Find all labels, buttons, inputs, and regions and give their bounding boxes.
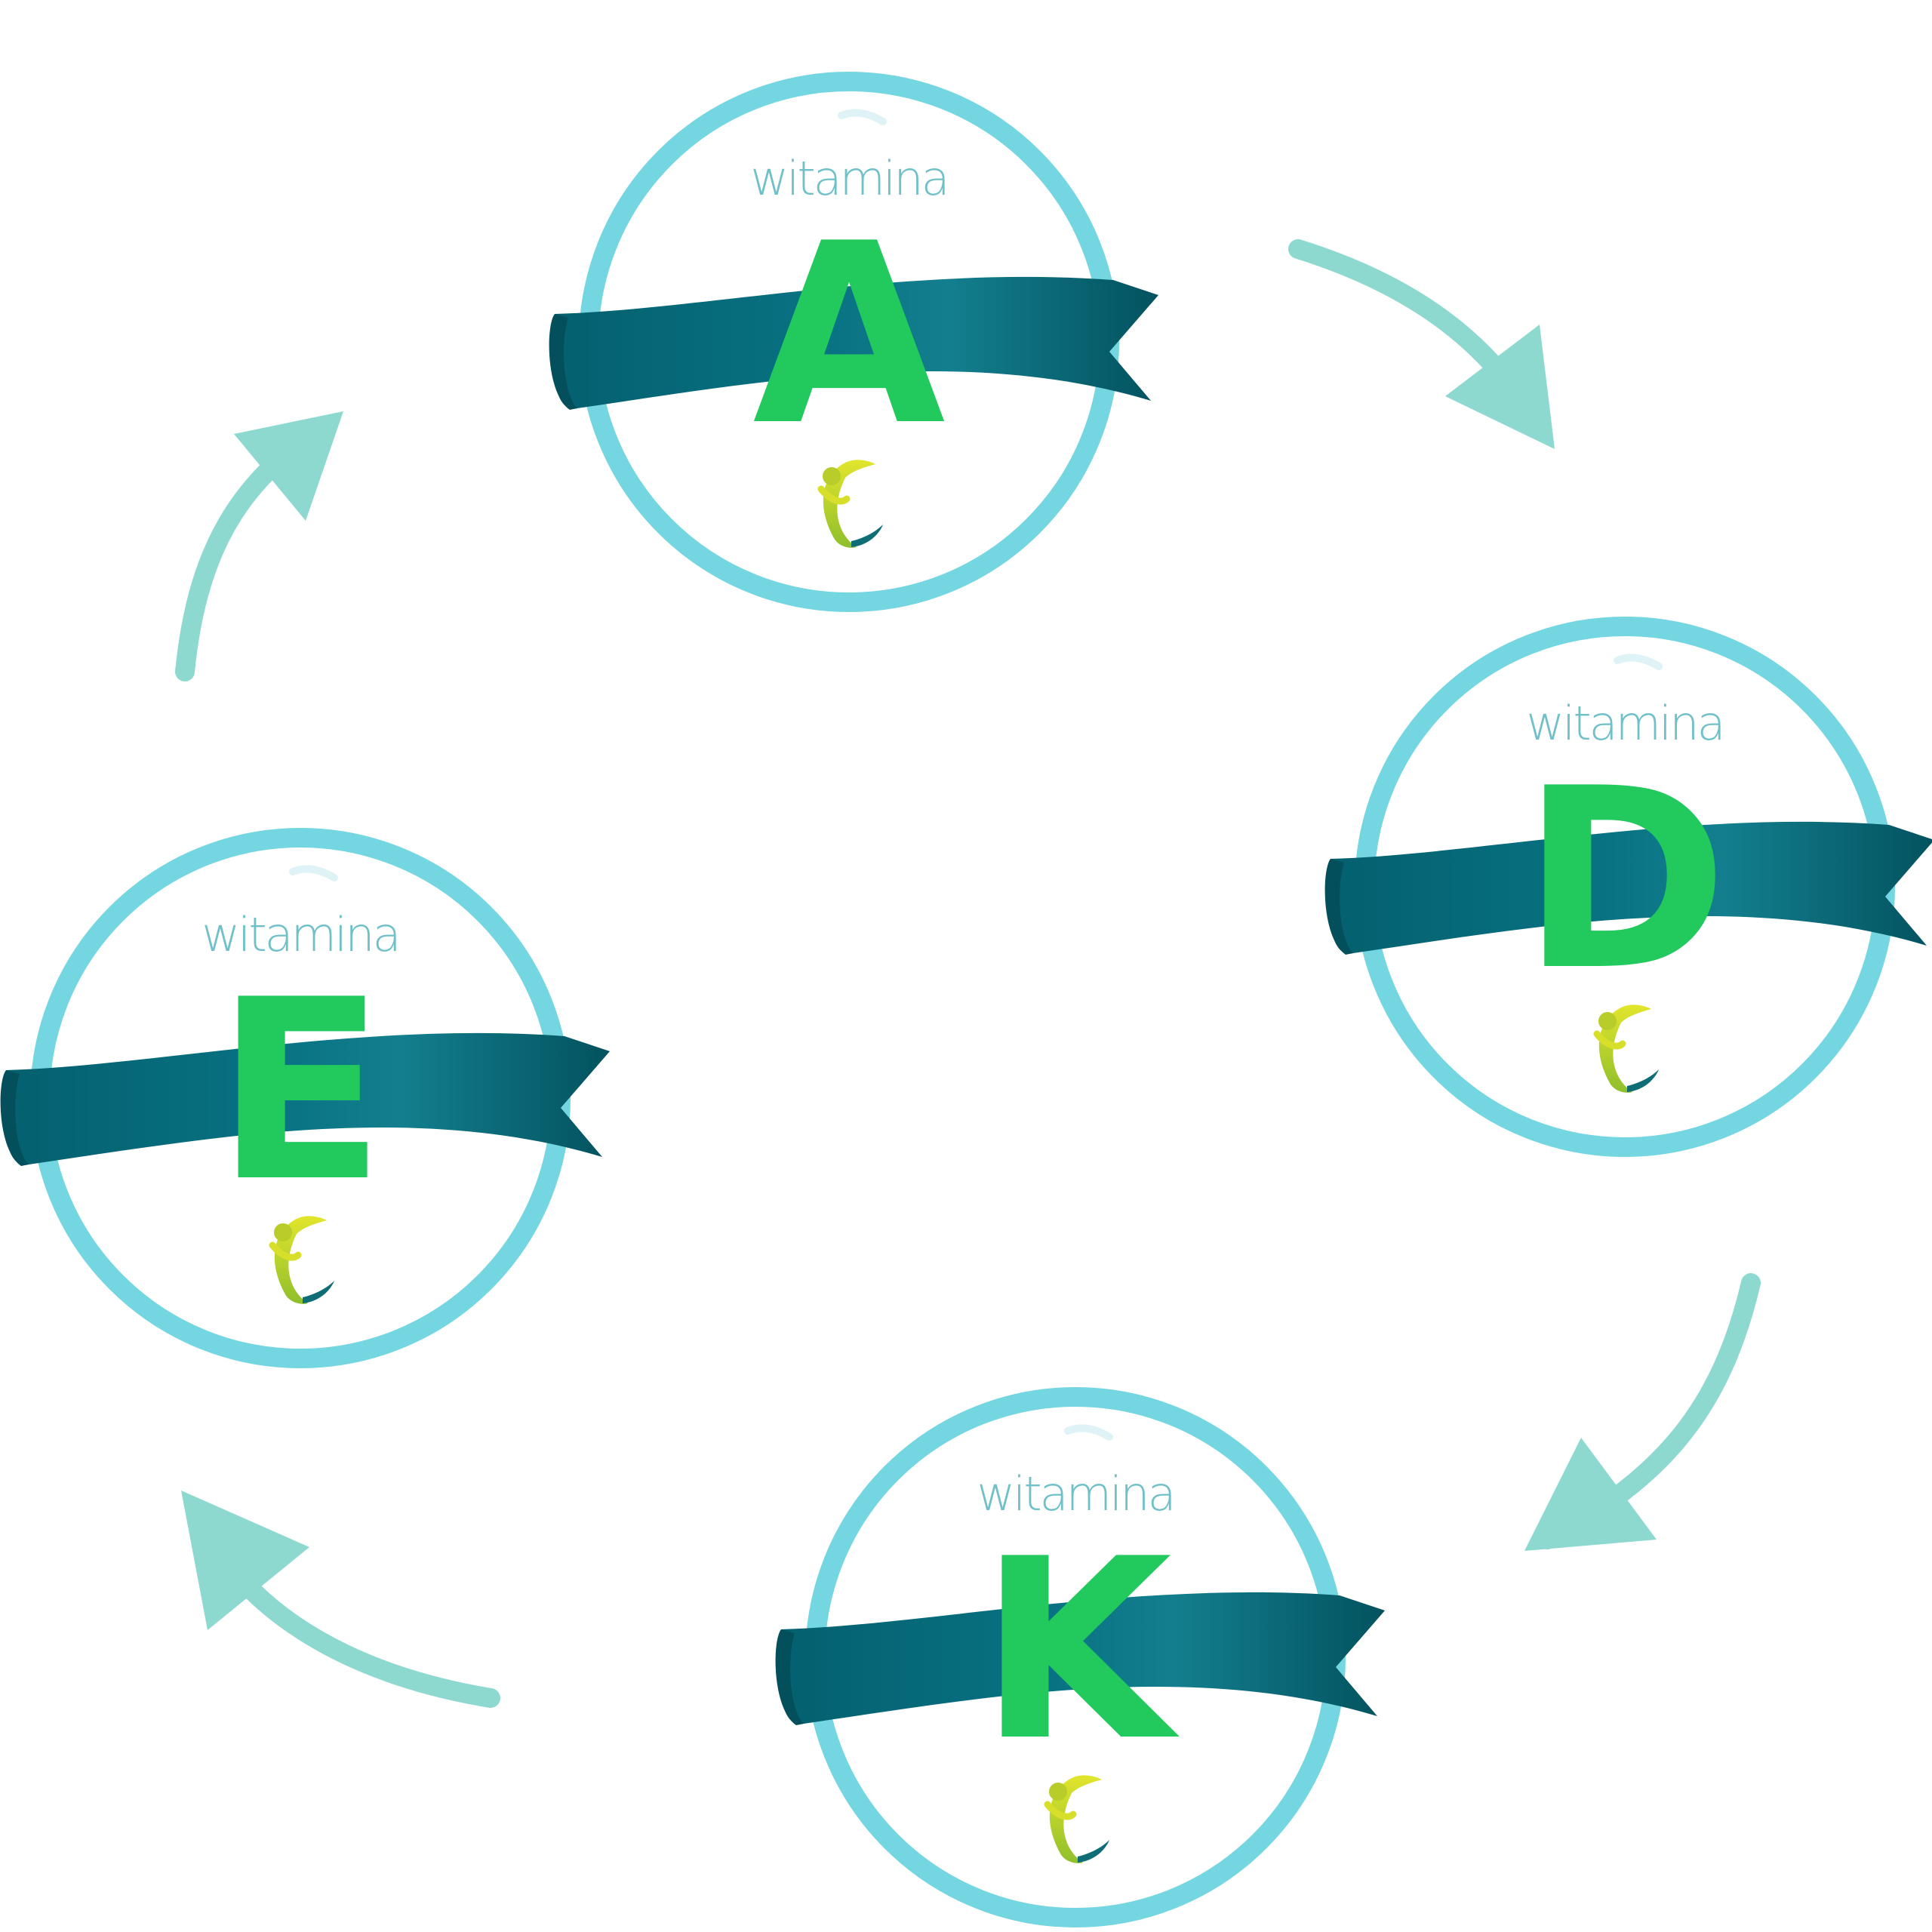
- ring-highlight: [289, 865, 338, 881]
- brand-logo-icon: [1044, 1775, 1109, 1863]
- curved-arrow-icon: [1288, 239, 1555, 449]
- cycle-arrows: [175, 239, 1761, 1708]
- ribbon-fold: [0, 1070, 29, 1166]
- badge-letter: K: [979, 1506, 1181, 1795]
- badge-caption: witamina: [750, 151, 947, 206]
- badge-caption: witamina: [1526, 696, 1723, 751]
- ribbon-fold: [775, 1629, 804, 1725]
- brand-logo-icon: [269, 1216, 334, 1304]
- curved-arrow-icon: [181, 1491, 500, 1708]
- ring-highlight: [838, 109, 887, 125]
- badge-letter: A: [752, 190, 947, 480]
- ribbon-fold: [1324, 859, 1353, 955]
- badge-caption: witamina: [202, 907, 398, 962]
- badge-caption: witamina: [977, 1466, 1174, 1521]
- badge-letter: D: [1521, 735, 1728, 1025]
- curved-arrow-icon: [175, 411, 343, 681]
- badge-ribbon: [1331, 821, 1932, 954]
- badge-ribbon: [6, 1032, 610, 1165]
- ring-highlight: [1614, 654, 1663, 670]
- badge-ribbon: [555, 276, 1158, 409]
- ring-highlight: [1064, 1424, 1113, 1441]
- curved-arrow-icon: [1524, 1273, 1761, 1551]
- badge-ribbon: [781, 1592, 1385, 1724]
- ribbon-fold: [549, 314, 577, 410]
- brand-logo-icon: [817, 460, 883, 548]
- brand-logo-icon: [1593, 1004, 1659, 1093]
- badge-letter: E: [215, 946, 385, 1236]
